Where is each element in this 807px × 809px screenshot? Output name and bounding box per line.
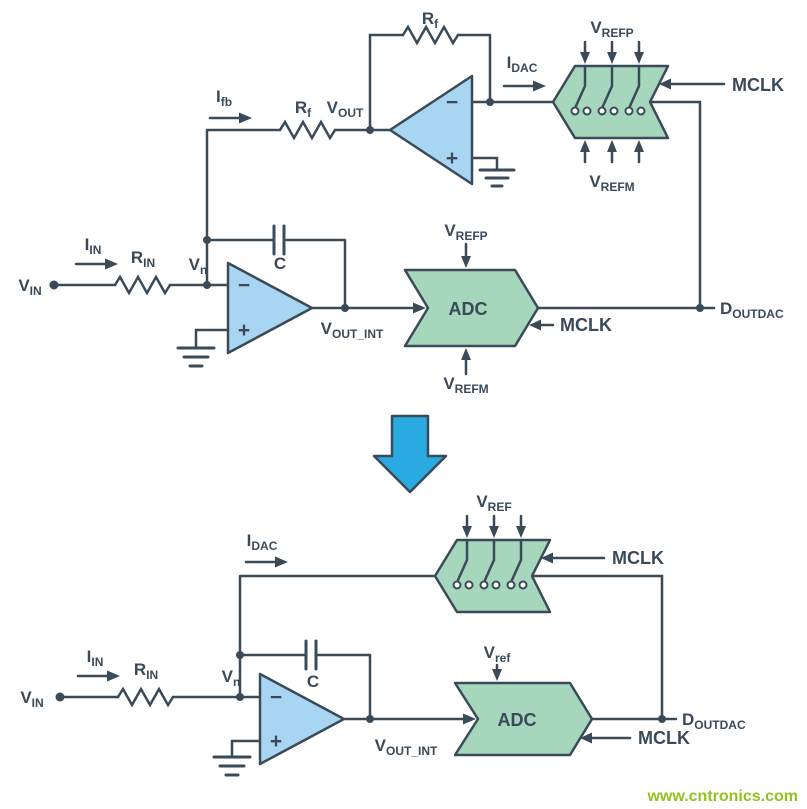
opamp-plus-sign: + — [270, 730, 282, 753]
label-vout-int: VOUT_INT — [375, 736, 438, 758]
capacitor-c — [272, 224, 286, 256]
adc-vrefm-arrow — [461, 348, 471, 376]
label-iin: IIN — [87, 647, 104, 669]
iin-arrow — [74, 258, 118, 270]
label-dac-mclk: MCLK — [612, 548, 664, 568]
label-vout: VOUT — [327, 98, 364, 120]
label-dac-vrefm: VREFM — [589, 172, 634, 194]
bottom-circuit: − + — [20, 492, 746, 777]
label-iin: IIN — [85, 235, 102, 257]
adc-block — [403, 268, 540, 348]
dac-switch — [506, 538, 528, 590]
junction-dot — [658, 715, 666, 723]
dac-vrefm-arrows — [580, 140, 644, 164]
label-adc-mclk: MCLK — [638, 728, 690, 748]
label-dac-mclk: MCLK — [732, 75, 784, 95]
idac-arrow — [244, 556, 288, 568]
dac-switch — [452, 538, 474, 590]
label-rin: RIN — [131, 248, 155, 270]
dac-mclk-arrow — [659, 78, 726, 90]
label-adc-mclk: MCLK — [560, 315, 612, 335]
idac-arrow — [502, 80, 546, 92]
watermark-text: www.cntronics.com — [646, 788, 798, 805]
adc-block — [453, 681, 594, 757]
top-wires — [52, 33, 716, 310]
dac-block — [433, 538, 552, 614]
adc-vrefp-arrow — [461, 242, 471, 268]
adc-vref-arrow — [492, 663, 502, 681]
dac-vref-arrows — [462, 514, 526, 538]
junction-dot — [366, 126, 374, 134]
junction-dot — [341, 304, 349, 312]
label-rin: RIN — [134, 660, 158, 682]
opamp-plus-sign: + — [446, 147, 458, 170]
label-adc: ADC — [449, 299, 488, 319]
label-cap: C — [307, 672, 319, 691]
label-vin: VIN — [18, 276, 41, 298]
junction-dot — [203, 281, 211, 289]
label-rf-feedback: Rf — [422, 9, 439, 31]
ifb-arrow — [208, 112, 252, 124]
dac-switch — [597, 64, 619, 116]
junction-dot — [203, 236, 211, 244]
transition-down-arrow — [372, 414, 448, 494]
label-dac-vrefp: VREFP — [590, 18, 633, 40]
label-idac: IDAC — [507, 53, 538, 75]
label-doutdac: DOUTDAC — [720, 299, 784, 321]
resistor-rin — [113, 274, 172, 296]
label-adc-vrefp: VREFP — [444, 221, 487, 243]
resistor-rf-feedback — [401, 24, 460, 46]
input-terminal-dot — [55, 692, 65, 702]
opamp-plus-sign: + — [238, 319, 250, 342]
label-adc-vrefm: VREFM — [443, 374, 488, 396]
dac-mclk-arrow — [541, 552, 606, 564]
junction-dot — [486, 98, 494, 106]
adc-mclk-arrow — [529, 319, 555, 331]
label-idac: IDAC — [247, 531, 278, 553]
label-adc-vref: Vref — [484, 643, 512, 665]
opamp-integrator — [226, 261, 314, 355]
label-cap: C — [274, 254, 286, 273]
opamp-minus-sign: − — [238, 274, 250, 297]
ground-symbol — [478, 168, 516, 188]
opamp-minus-sign: − — [270, 686, 282, 709]
dac-switch — [479, 538, 501, 590]
label-vn: Vn — [222, 667, 241, 689]
resistor-rf-input — [278, 119, 337, 141]
opamp-integrator — [258, 672, 346, 766]
adc-input-arrowhead — [463, 713, 476, 725]
dac-switch — [570, 64, 592, 116]
ground-symbol — [176, 328, 230, 368]
junction-dot — [236, 693, 244, 701]
label-ifb: Ifb — [216, 87, 232, 109]
label-vout-int: VOUT_INT — [321, 319, 384, 341]
top-circuit: − + − + — [18, 9, 784, 396]
resistor-rin — [116, 686, 175, 708]
junction-dot — [696, 304, 704, 312]
label-rf-input: Rf — [295, 98, 312, 120]
label-vn: Vn — [189, 255, 208, 277]
iin-arrow — [76, 670, 120, 682]
label-doutdac: DOUTDAC — [682, 710, 746, 732]
label-vin: VIN — [20, 688, 43, 710]
input-terminal-dot — [49, 280, 59, 290]
adc-mclk-arrow — [580, 732, 632, 744]
dac-block — [551, 64, 670, 140]
capacitor-c — [304, 639, 318, 671]
ground-symbol — [212, 755, 252, 777]
opamp-minus-sign: − — [446, 91, 458, 114]
label-adc: ADC — [498, 710, 537, 730]
adc-input-arrowhead — [413, 302, 426, 314]
label-dac-vref: VREF — [476, 492, 511, 514]
dac-switch — [624, 64, 646, 116]
junction-dot — [366, 715, 374, 723]
dac-vrefp-arrows — [580, 40, 644, 64]
opamp-feedback-amp — [388, 74, 474, 186]
junction-dot — [236, 651, 244, 659]
